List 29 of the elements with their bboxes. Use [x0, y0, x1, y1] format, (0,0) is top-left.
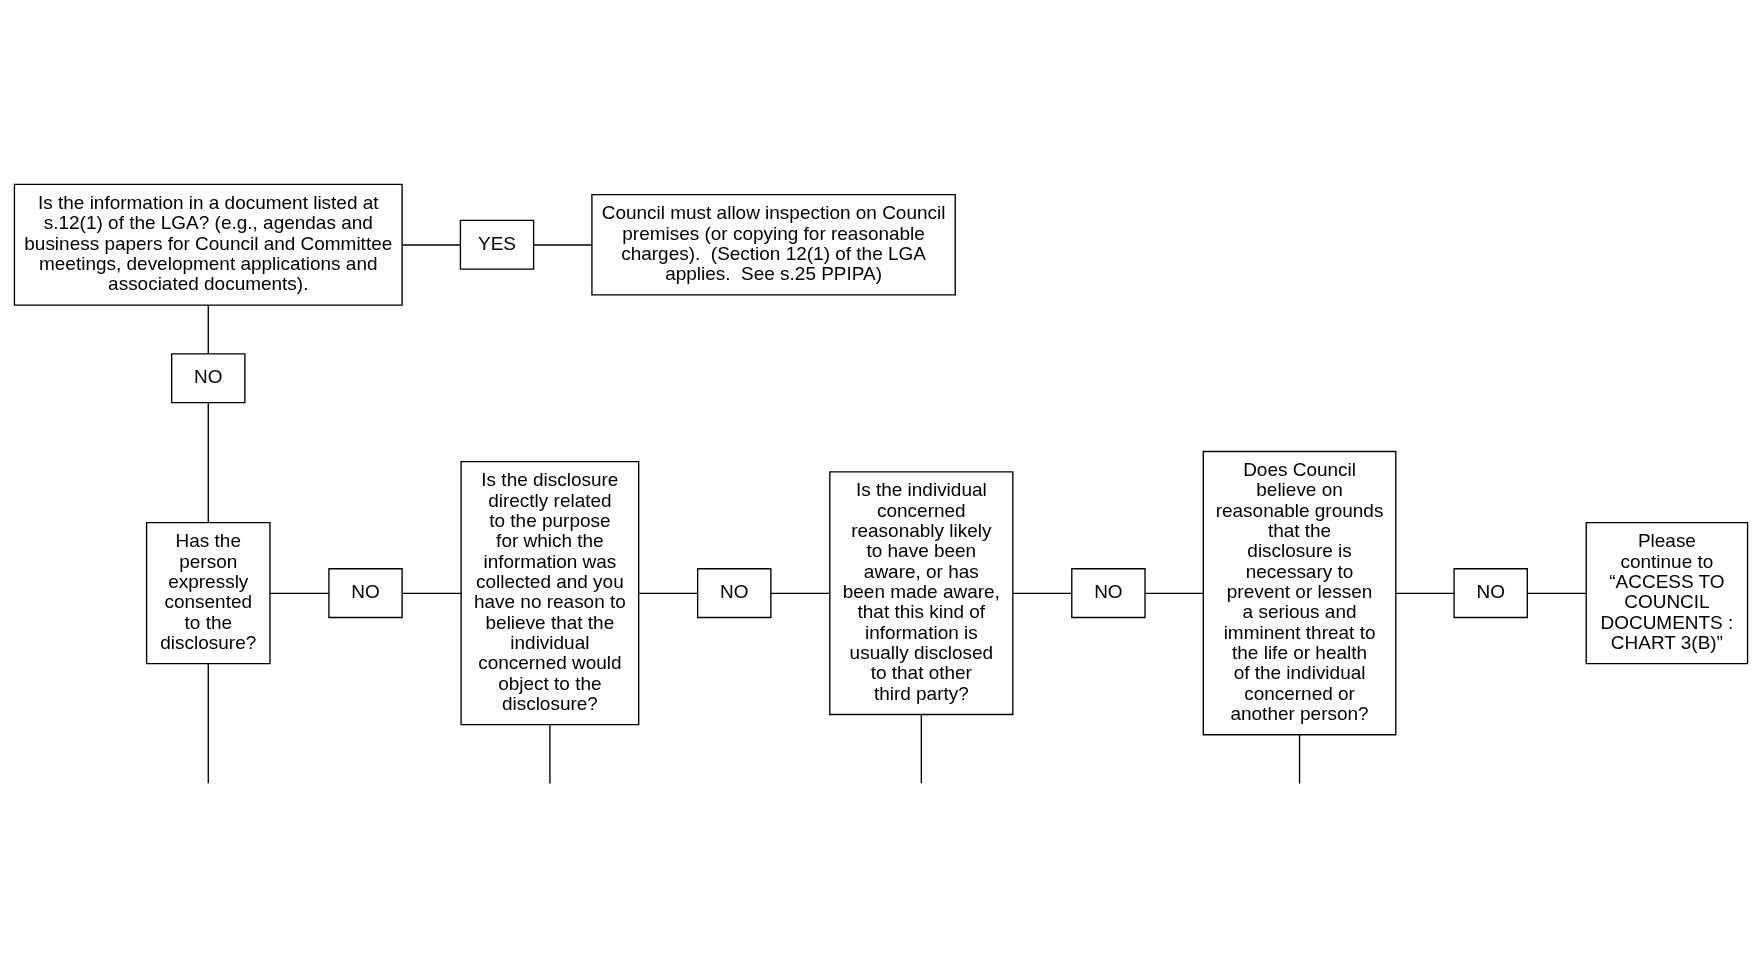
- node-box: Please continue to “ACCESS TO COUNCIL DOCUMENTS : CHART 3(B)”: [1585, 521, 1749, 664]
- node-box: Is the disclosure directly related to the purpose for which the information was collected and you have no reason to believe that the individual concerned would object to the disclosure?: [460, 460, 640, 725]
- node-box: YES: [459, 219, 535, 270]
- connector: [207, 401, 209, 523]
- connector: [1144, 592, 1204, 594]
- connector: [401, 592, 462, 594]
- node-box: Has the person expressly consented to the disclosure?: [145, 521, 271, 664]
- connector: [269, 592, 330, 594]
- node-box: Is the individual concerned reasonably likely to have been aware, or has been made aware, that this kind of information is usually disclosed to that other third party?: [829, 470, 1014, 715]
- node-box: NO: [1071, 567, 1146, 618]
- connector: [920, 713, 922, 784]
- node-box: NO: [696, 567, 772, 618]
- node-box: Is the information in a document listed at s.12(1) of the LGA? (e.g., agendas and business papers for Council and Committee meetings, development applications and associated documents).: [13, 183, 403, 306]
- connector: [638, 592, 698, 594]
- connector: [1395, 592, 1455, 594]
- node-box: NO: [171, 352, 246, 403]
- connector: [533, 243, 593, 246]
- node-box: Does Council believe on reasonable grounds that the disclosure is necessary to prevent or lessen a serious and imminent threat to the life or health of the individual concerned or another person?: [1202, 450, 1397, 735]
- connector: [207, 662, 209, 784]
- node-box: NO: [1453, 567, 1528, 618]
- connector: [549, 723, 551, 784]
- node-box: NO: [328, 567, 403, 618]
- connector: [770, 592, 831, 594]
- connector: [1298, 733, 1301, 784]
- connector: [207, 304, 209, 354]
- connector: [1526, 592, 1587, 594]
- connector: [401, 243, 462, 246]
- node-box: Council must allow inspection on Council premises (or copying for reasonable charges). (Section 12(1) of the LGA applies. See s.25 PPIPA): [591, 193, 956, 296]
- connector: [1012, 592, 1073, 594]
